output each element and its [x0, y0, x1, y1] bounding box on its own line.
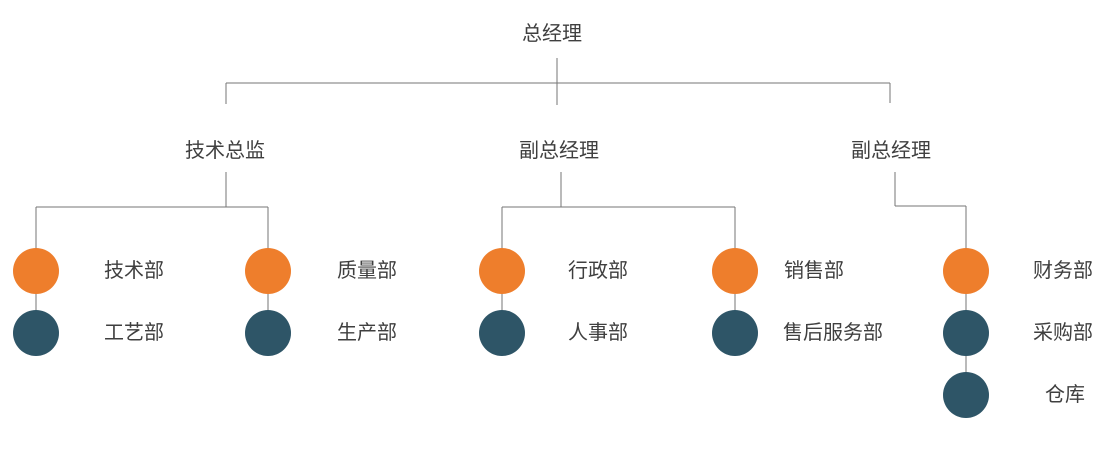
- dept-node-circle: [13, 248, 59, 294]
- dept-node-label: 仓库: [1045, 384, 1085, 406]
- dept-node-circle: [943, 248, 989, 294]
- dept-node-circle: [712, 310, 758, 356]
- dept-node-label: 质量部: [337, 260, 397, 282]
- dept-node-label: 工艺部: [104, 322, 164, 344]
- dept-node-circle: [13, 310, 59, 356]
- branch-label-deputy-gm-1: 副总经理: [519, 140, 599, 162]
- dept-node-circle: [479, 248, 525, 294]
- dept-node-label: 销售部: [784, 260, 844, 282]
- dept-node-circle: [943, 372, 989, 418]
- branch-label-deputy-gm-2: 副总经理: [851, 140, 931, 162]
- branch-label-tech-director: 技术总监: [185, 140, 265, 162]
- dept-node-circle: [245, 310, 291, 356]
- dept-node-circle: [943, 310, 989, 356]
- dept-node-circle: [245, 248, 291, 294]
- dept-node-label: 财务部: [1033, 260, 1093, 282]
- dept-node-label: 行政部: [568, 260, 628, 282]
- dept-node-label: 采购部: [1033, 322, 1093, 344]
- root-node-label: 总经理: [522, 23, 582, 45]
- dept-node-label: 技术部: [104, 260, 164, 282]
- dept-node-label: 售后服务部: [783, 322, 883, 344]
- dept-node-circle: [712, 248, 758, 294]
- dept-node-label: 生产部: [337, 322, 397, 344]
- dept-node-circle: [479, 310, 525, 356]
- dept-node-label: 人事部: [568, 322, 628, 344]
